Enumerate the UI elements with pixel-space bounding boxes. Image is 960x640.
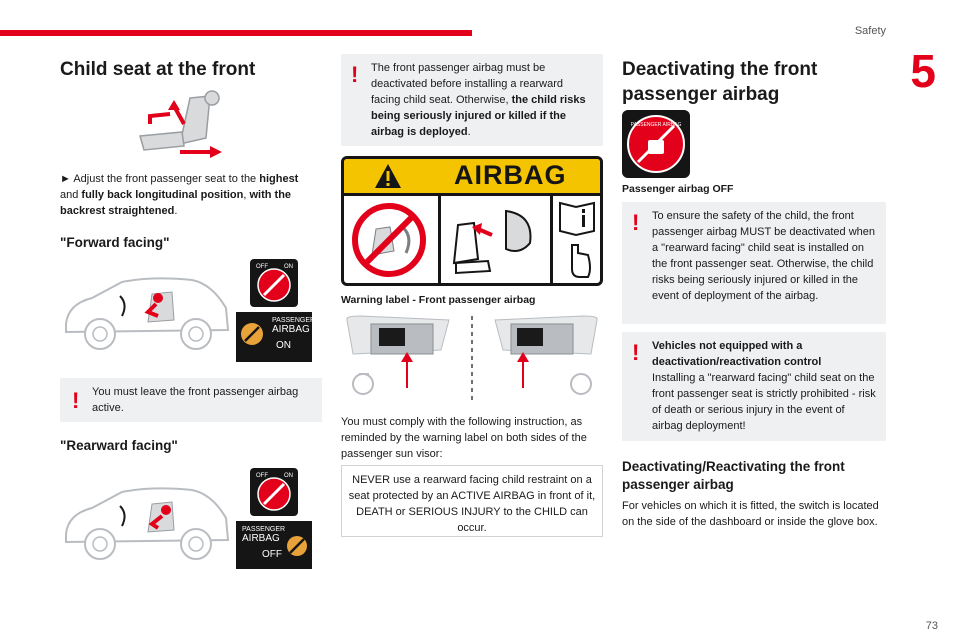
svg-text:OFF: OFF	[256, 264, 268, 270]
page-number: 73	[925, 620, 938, 632]
svg-text:ON: ON	[284, 473, 293, 479]
svg-text:OFF: OFF	[256, 473, 268, 479]
airbag-on-indicator: PASSENGER AIRBAG ON	[236, 312, 315, 362]
warning-exclamation-icon: !	[72, 388, 80, 413]
vehicles-not-equipped-box: ! Vehicles not equipped with a deactivat…	[622, 332, 886, 441]
airbag-off-child-icon	[287, 536, 307, 556]
seat-adjust-illustration	[139, 90, 222, 158]
warning-exclamation-icon: !	[632, 340, 640, 365]
section-title: Safety	[854, 25, 886, 37]
adjust-instruction: ► Adjust the front passenger seat to the…	[60, 173, 299, 217]
rearward-facing-heading: "Rearward facing"	[60, 438, 178, 453]
svg-text:PASSENGER AIRBAG: PASSENGER AIRBAG	[631, 122, 682, 128]
switch-heading: Deactivating/Reactivating the front pass…	[622, 459, 845, 492]
hazard-triangle-icon	[375, 164, 401, 188]
no-rear-seat-icon	[352, 203, 426, 277]
warning-exclamation-icon: !	[632, 210, 640, 235]
rearward-facing-car-illustration	[65, 487, 230, 560]
forward-facing-heading: "Forward facing"	[60, 235, 170, 250]
airbag-switch-off-icon: OFF ON	[250, 468, 298, 516]
airbag-deploy-icon	[452, 209, 532, 275]
never-warning-box: NEVER use a rearward facing child restra…	[341, 465, 603, 537]
header-accent-bar	[0, 30, 472, 36]
comply-instruction: You must comply with the following instr…	[341, 416, 587, 460]
forward-facing-car-illustration	[65, 277, 230, 350]
airbag-warning-label: AIRBAG	[341, 156, 603, 286]
airbag-off-caption: Passenger airbag OFF	[622, 183, 734, 195]
read-manual-icon	[559, 201, 595, 278]
child-safety-warning-box: ! To ensure the safety of the child, the…	[622, 202, 886, 324]
svg-text:ON: ON	[284, 264, 293, 270]
airbag-off-indicator: PASSENGER AIRBAG OFF	[236, 521, 312, 569]
airbag-switch-on-icon: OFF ON	[250, 259, 298, 307]
airbag-on-child-icon	[241, 323, 263, 345]
warning-exclamation-icon: !	[351, 62, 359, 87]
label-divider-2	[550, 193, 553, 283]
chapter-number: 5	[910, 45, 936, 97]
warning-label-caption: Warning label - Front passenger airbag	[341, 294, 536, 306]
rearward-seat-warning-box: ! The front passenger airbag must be dea…	[341, 54, 603, 146]
passenger-airbag-off-badge: PASSENGER AIRBAG	[622, 110, 690, 178]
label-divider	[438, 193, 441, 283]
label-title: AIRBAG	[454, 160, 567, 190]
forward-warning-box: ! You must leave the front passenger air…	[60, 378, 322, 422]
page-title: Child seat at the front	[60, 59, 256, 80]
label-header-band	[344, 159, 600, 196]
switch-location-text: For vehicles on which it is fitted, the …	[622, 500, 879, 528]
sun-visor-illustration	[346, 315, 598, 402]
